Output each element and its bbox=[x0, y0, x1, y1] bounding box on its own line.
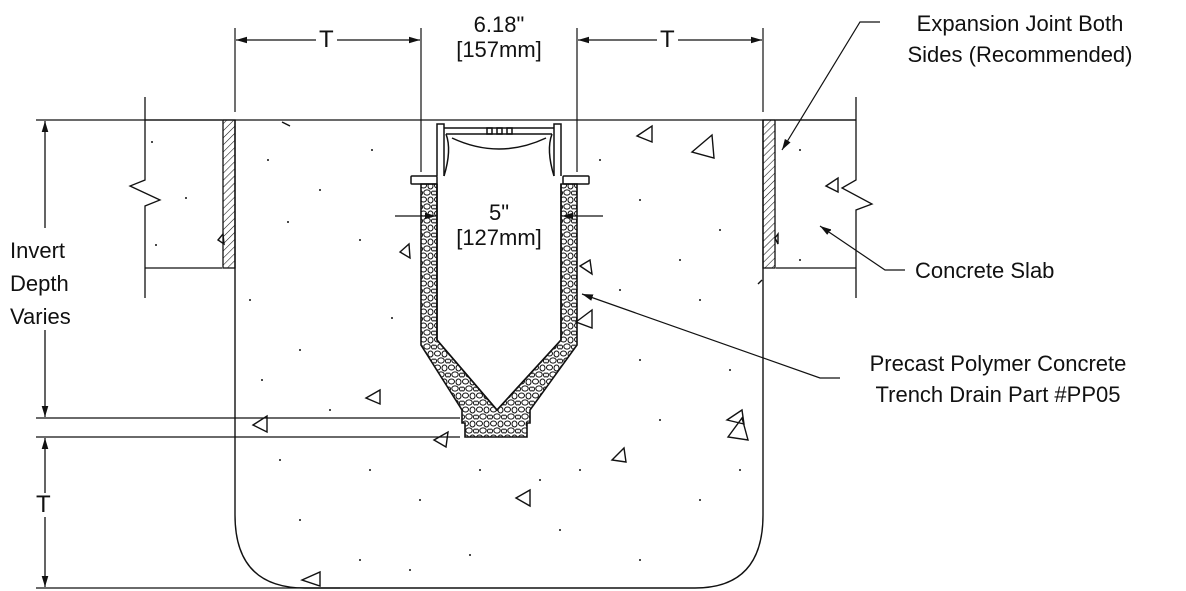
right-expansion-joint bbox=[762, 119, 776, 269]
concrete-slab-label: Concrete Slab bbox=[915, 258, 1055, 283]
channel-width-in: 6.18" bbox=[473, 12, 525, 37]
trench-drain-grate bbox=[410, 123, 590, 185]
left-concrete-slab bbox=[128, 97, 222, 298]
drain-part-line1: Precast Polymer Concrete bbox=[869, 351, 1127, 376]
channel-width-label: 6.18" [157mm] bbox=[432, 12, 566, 62]
left-expansion-joint bbox=[222, 119, 236, 269]
leader-lines bbox=[581, 21, 905, 379]
invert-depth-label: Invert Depth Varies bbox=[10, 234, 71, 333]
concrete-aggregate-symbols bbox=[216, 121, 839, 587]
inner-width-label: 5" [127mm] bbox=[440, 200, 558, 250]
trench-drain-inner-wall bbox=[436, 184, 562, 412]
concrete-sand-specks bbox=[151, 141, 831, 571]
bottom-thickness-label: T bbox=[33, 493, 54, 517]
inner-width-mm: [127mm] bbox=[456, 225, 542, 250]
expansion-joint-label: Expansion Joint Both Sides (Recommended) bbox=[862, 8, 1178, 70]
invert-depth-line1: Invert bbox=[10, 238, 66, 263]
invert-depth-line3: Varies bbox=[10, 304, 71, 329]
drain-part-line2: Trench Drain Part #PP05 bbox=[875, 382, 1121, 407]
dimension-lines bbox=[41, 36, 762, 587]
right-thickness-label: T bbox=[657, 28, 678, 52]
drain-part-label: Precast Polymer Concrete Trench Drain Pa… bbox=[830, 348, 1166, 410]
expansion-joint-line1: Expansion Joint Both bbox=[916, 11, 1124, 36]
concrete-encasement bbox=[234, 120, 764, 589]
expansion-joint-line2: Sides (Recommended) bbox=[907, 42, 1133, 67]
extension-lines bbox=[36, 28, 764, 589]
invert-depth-line2: Depth bbox=[10, 271, 69, 296]
inner-width-in: 5" bbox=[488, 200, 510, 225]
left-thickness-label: T bbox=[316, 28, 337, 52]
right-concrete-slab bbox=[776, 97, 874, 298]
channel-width-mm: [157mm] bbox=[456, 37, 542, 62]
